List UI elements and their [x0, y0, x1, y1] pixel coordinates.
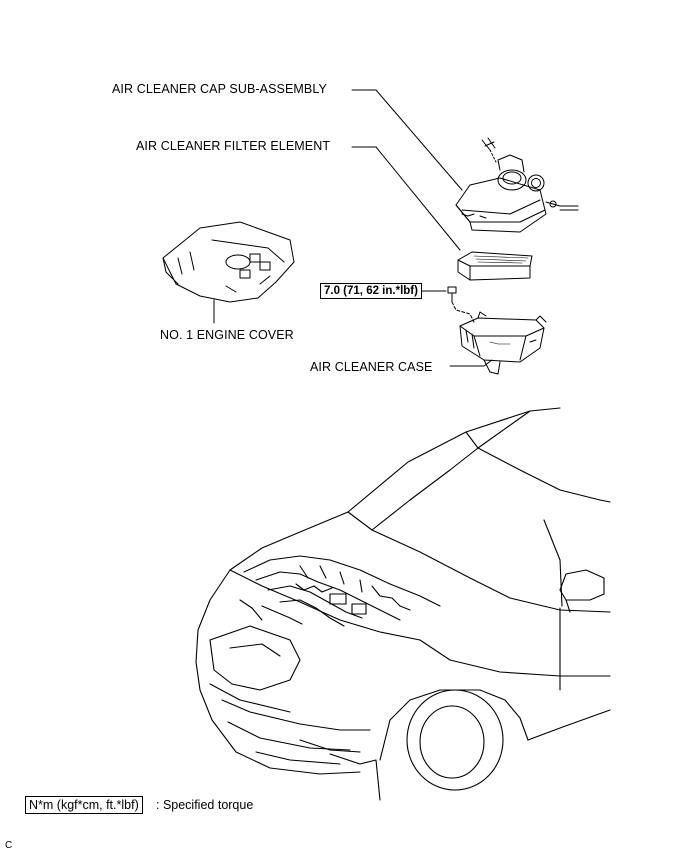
case-bolt-drawing: [447, 286, 475, 323]
legend-units-box: N*m (kgf*cm, ft.*lbf): [25, 796, 143, 814]
label-air-cleaner-case: AIR CLEANER CASE: [310, 360, 433, 374]
label-air-cleaner-cap: AIR CLEANER CAP SUB-ASSEMBLY: [112, 82, 327, 96]
leader-lines: [213, 89, 493, 367]
legend-description: : Specified torque: [156, 798, 254, 812]
label-engine-cover: NO. 1 ENGINE COVER: [160, 328, 294, 342]
label-air-cleaner-filter: AIR CLEANER FILTER ELEMENT: [136, 139, 331, 153]
air-cleaner-case-drawing: [459, 311, 547, 375]
air-cleaner-cap-drawing: [455, 137, 579, 233]
vehicle-drawing: [195, 407, 611, 801]
air-cleaner-filter-drawing: [457, 251, 533, 281]
engine-cover-drawing: [162, 221, 295, 303]
torque-spec-case-bolt: 7.0 (71, 62 in.*lbf): [320, 283, 422, 299]
corner-code: C: [5, 840, 13, 851]
